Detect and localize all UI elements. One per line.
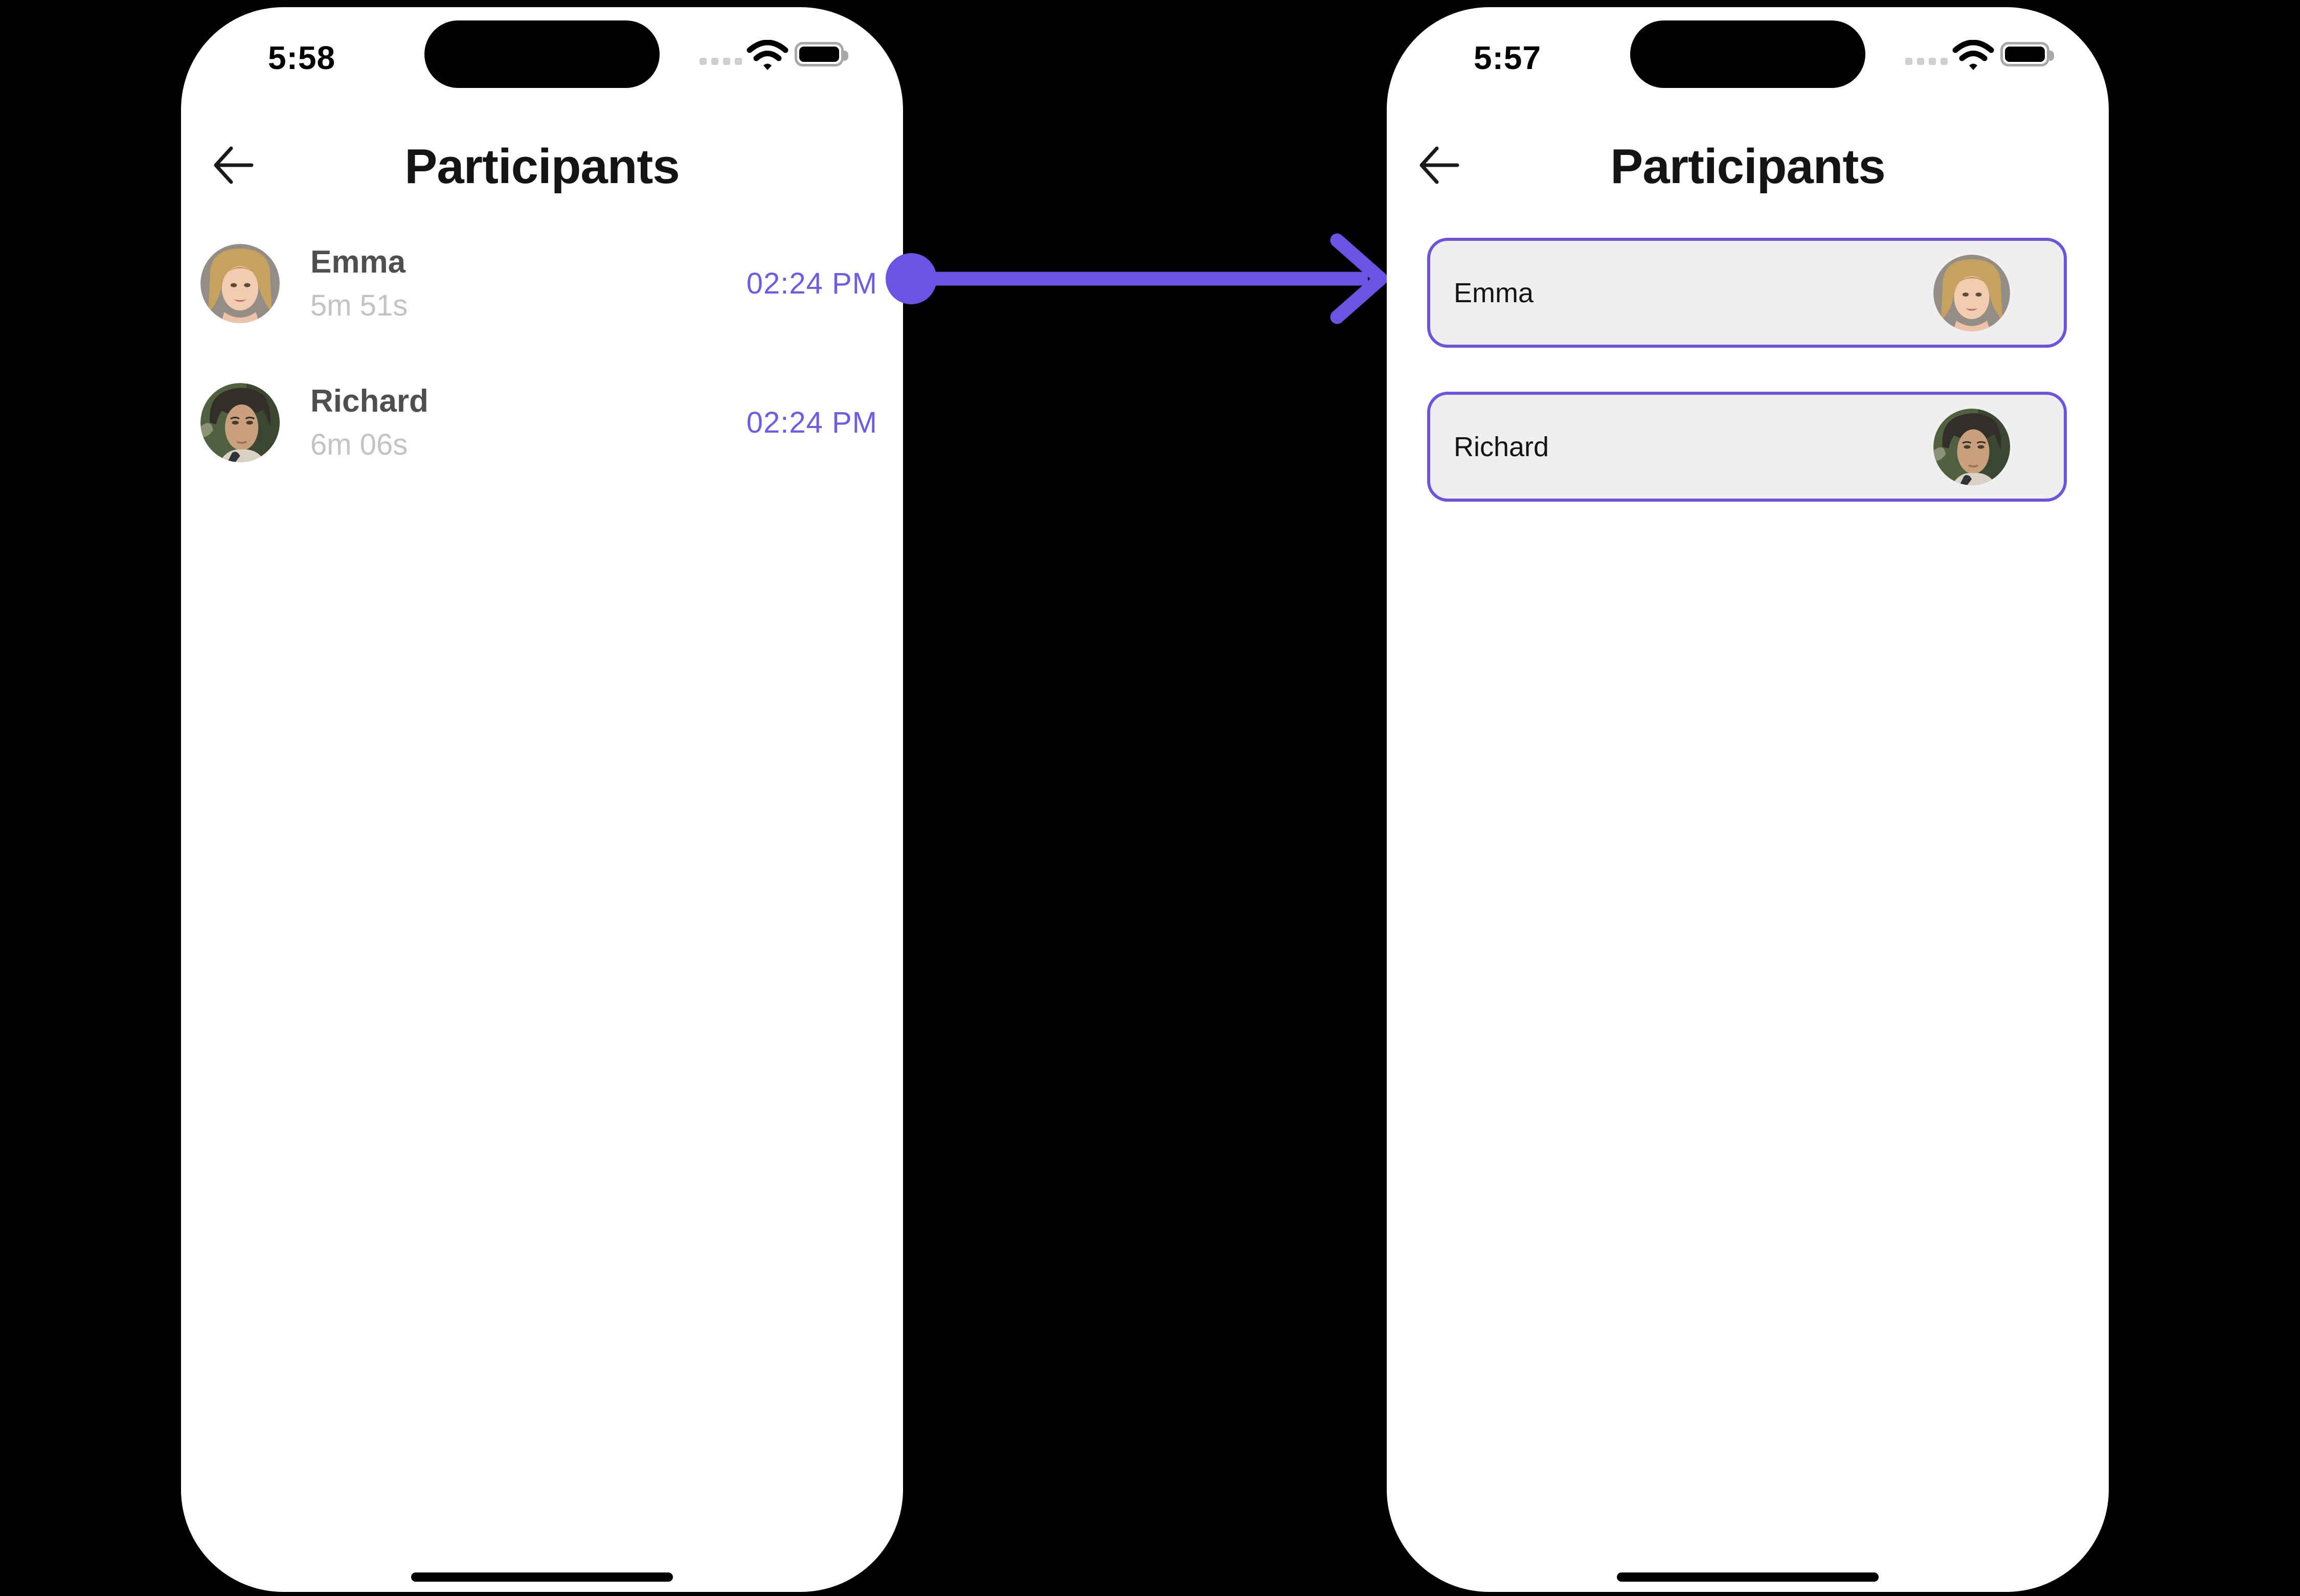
wifi-icon [1952,40,1994,71]
home-indicator[interactable] [411,1572,673,1582]
status-time: 5:57 [1474,39,1542,76]
participant-row-emma[interactable]: Emma 5m 51s 02:24 PM [200,237,877,329]
header: Participants [1387,135,2109,198]
richard-avatar [1933,408,2010,485]
flow-arrow [869,217,1411,340]
phone-right: 5:57 Participants Emma [1387,7,2109,1592]
back-arrow-icon [1418,144,1460,186]
phone-left: 5:58 Participants [181,7,903,1592]
back-button[interactable] [1411,137,1468,193]
emma-avatar [1933,254,2010,331]
cellular-dots-icon [1905,58,1948,65]
participant-name: Richard [1454,431,1549,462]
participant-row-richard[interactable]: Richard 6m 06s 02:24 PM [200,376,877,468]
home-indicator[interactable] [1617,1572,1879,1582]
participant-select-richard[interactable]: Richard [1427,392,2067,502]
participant-name: Emma [1454,277,1534,308]
participant-name: Richard [310,384,429,419]
page-title: Participants [404,139,680,194]
dynamic-island [424,20,660,88]
back-arrow-icon [213,144,255,186]
participant-text: Richard 6m 06s [310,383,429,462]
richard-avatar [200,383,280,462]
participant-join-time: 02:24 PM [746,406,877,439]
cellular-dots-icon [700,58,742,65]
participant-duration: 5m 51s [310,289,408,322]
wifi-icon [747,40,788,71]
participant-text: Emma 5m 51s [310,244,408,323]
emma-avatar [200,243,280,323]
back-button[interactable] [206,137,262,193]
participant-duration: 6m 06s [310,428,408,461]
battery-icon [795,42,848,66]
participant-select-emma[interactable]: Emma [1427,238,2067,348]
participant-join-time: 02:24 PM [746,266,877,300]
header: Participants [181,135,903,198]
page-title: Participants [1610,139,1886,194]
participant-name: Emma [310,244,406,280]
dynamic-island [1630,20,1865,88]
battery-icon [2000,42,2054,66]
status-time: 5:58 [268,39,336,76]
